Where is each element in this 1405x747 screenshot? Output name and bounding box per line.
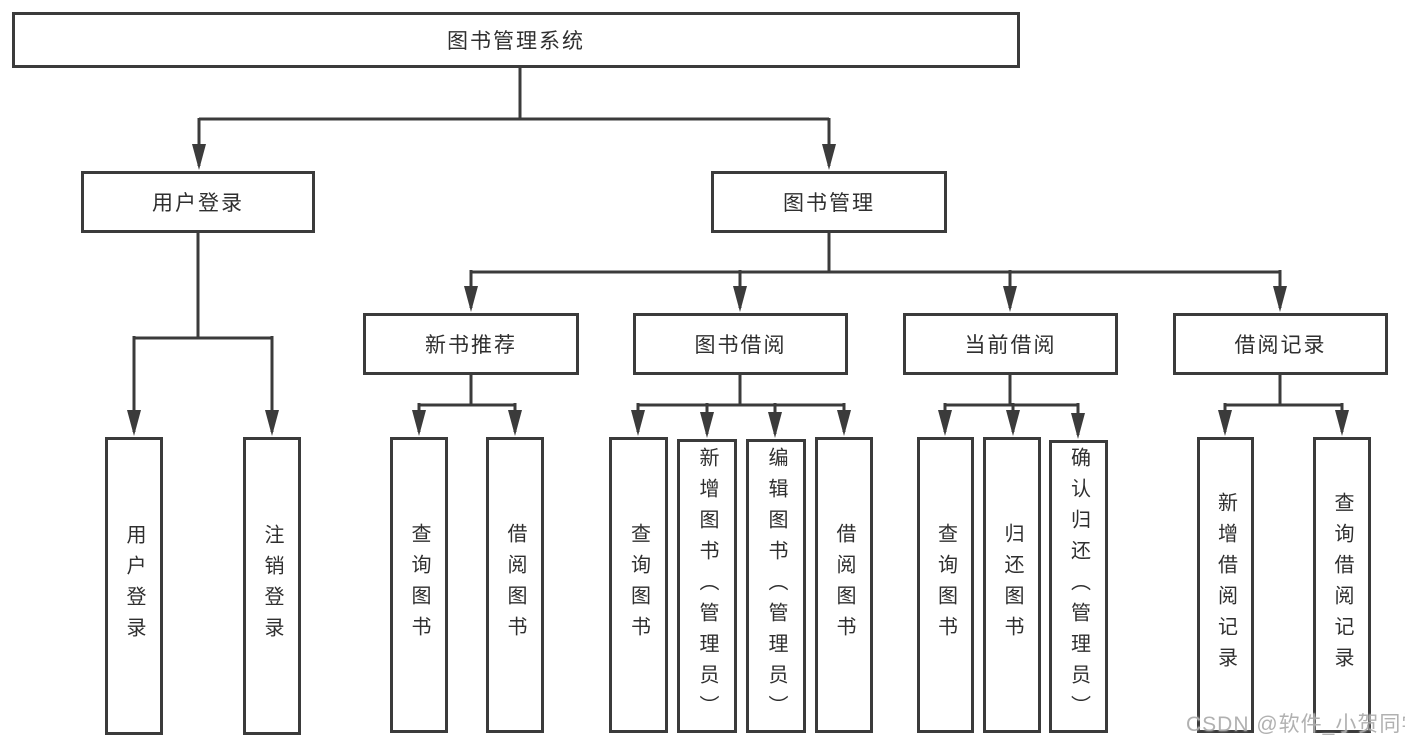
- node-return-books-leaf: 归还图书: [983, 437, 1041, 733]
- node-edit-books-admin-leaf: 编辑图书（管理员）: [746, 439, 806, 733]
- node-confirm-return-admin-leaf: 确认归还（管理员）: [1049, 440, 1108, 733]
- node-book-borrow: 图书借阅: [633, 313, 848, 375]
- node-current-borrow: 当前借阅: [903, 313, 1118, 375]
- node-logout-leaf: 注销登录: [243, 437, 301, 735]
- node-user-login: 用户登录: [81, 171, 315, 233]
- node-query-borrow-record-leaf: 查询借阅记录: [1313, 437, 1371, 733]
- node-borrow-books-leaf: 借阅图书: [815, 437, 873, 733]
- node-user-login-leaf: 用户登录: [105, 437, 163, 735]
- csdn-watermark: CSDN @软件_小贺同学: [1186, 713, 1405, 736]
- node-library-management-system: 图书管理系统: [12, 12, 1020, 68]
- node-query-books-leaf: 查询图书: [609, 437, 668, 733]
- node-borrow-books-leaf: 借阅图书: [486, 437, 544, 733]
- node-borrow-records: 借阅记录: [1173, 313, 1388, 375]
- node-book-management: 图书管理: [711, 171, 947, 233]
- node-query-books-leaf: 查询图书: [917, 437, 974, 733]
- node-add-borrow-record-leaf: 新增借阅记录: [1197, 437, 1254, 733]
- arrowheads: [127, 144, 1349, 439]
- node-new-book-recommend: 新书推荐: [363, 313, 579, 375]
- node-query-books-leaf: 查询图书: [390, 437, 448, 733]
- node-add-books-admin-leaf: 新增图书（管理员）: [677, 439, 737, 733]
